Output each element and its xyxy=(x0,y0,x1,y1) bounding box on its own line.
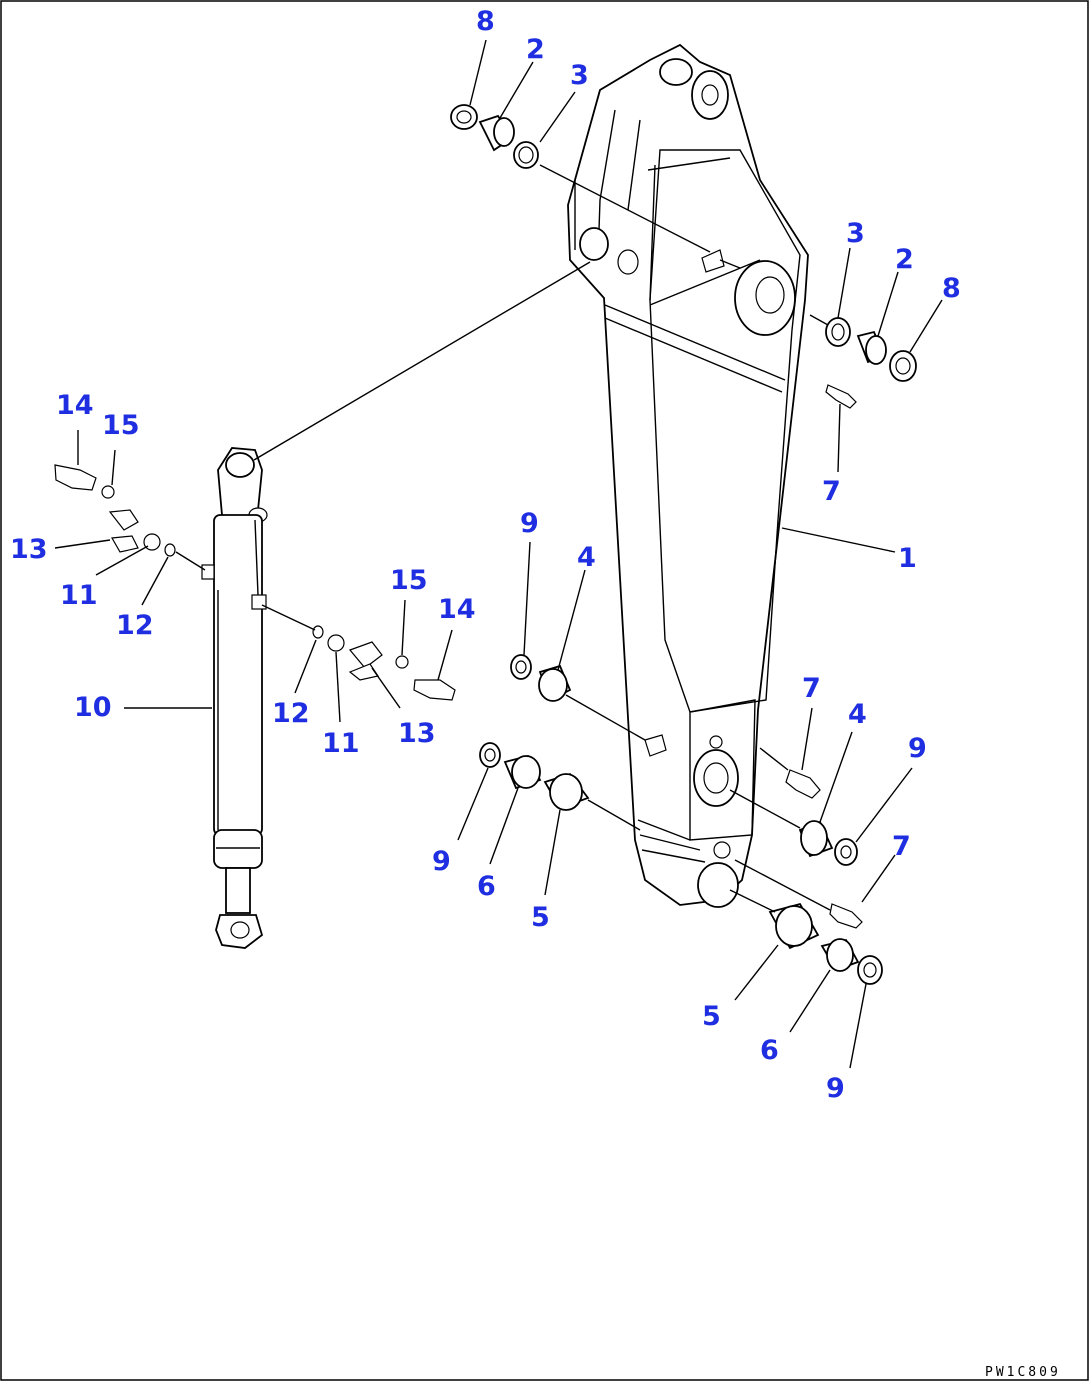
callout-5: 5 xyxy=(531,902,550,933)
callout-2: 2 xyxy=(526,34,545,65)
callout-2: 2 xyxy=(895,244,914,275)
callout-1: 1 xyxy=(898,543,917,574)
callout-6: 6 xyxy=(477,871,496,902)
callout-4: 4 xyxy=(848,699,867,730)
callout-3: 3 xyxy=(846,218,865,249)
callout-9: 9 xyxy=(432,846,451,877)
callout-9: 9 xyxy=(826,1073,845,1104)
leader-lines xyxy=(54,39,943,1069)
callout-15: 15 xyxy=(390,565,428,596)
callout-12: 12 xyxy=(116,610,154,641)
callout-8: 8 xyxy=(476,6,495,37)
callout-7: 7 xyxy=(892,831,911,862)
callout-5: 5 xyxy=(702,1001,721,1032)
callout-11: 11 xyxy=(322,728,360,759)
callout-15: 15 xyxy=(102,410,140,441)
small-parts xyxy=(54,104,917,985)
callout-13: 13 xyxy=(10,534,48,565)
callout-14: 14 xyxy=(438,594,476,625)
callout-3: 3 xyxy=(570,60,589,91)
callout-4: 4 xyxy=(577,542,596,573)
callout-9: 9 xyxy=(520,508,539,539)
callout-9: 9 xyxy=(908,733,927,764)
callout-6: 6 xyxy=(760,1035,779,1066)
callout-11: 11 xyxy=(60,580,98,611)
boom-body xyxy=(567,43,809,908)
boom-cylinder xyxy=(201,447,268,949)
callout-13: 13 xyxy=(398,718,436,749)
callout-labels: 8 2 3 3 2 8 7 1 14 15 13 11 12 9 4 15 14… xyxy=(10,6,961,1104)
callout-12: 12 xyxy=(272,698,310,729)
callout-14: 14 xyxy=(56,390,94,421)
callout-8: 8 xyxy=(942,273,961,304)
callout-7: 7 xyxy=(822,476,841,507)
callout-10: 10 xyxy=(74,692,112,723)
drawing-code: PW1C809 xyxy=(985,1365,1061,1380)
callout-7: 7 xyxy=(802,673,821,704)
